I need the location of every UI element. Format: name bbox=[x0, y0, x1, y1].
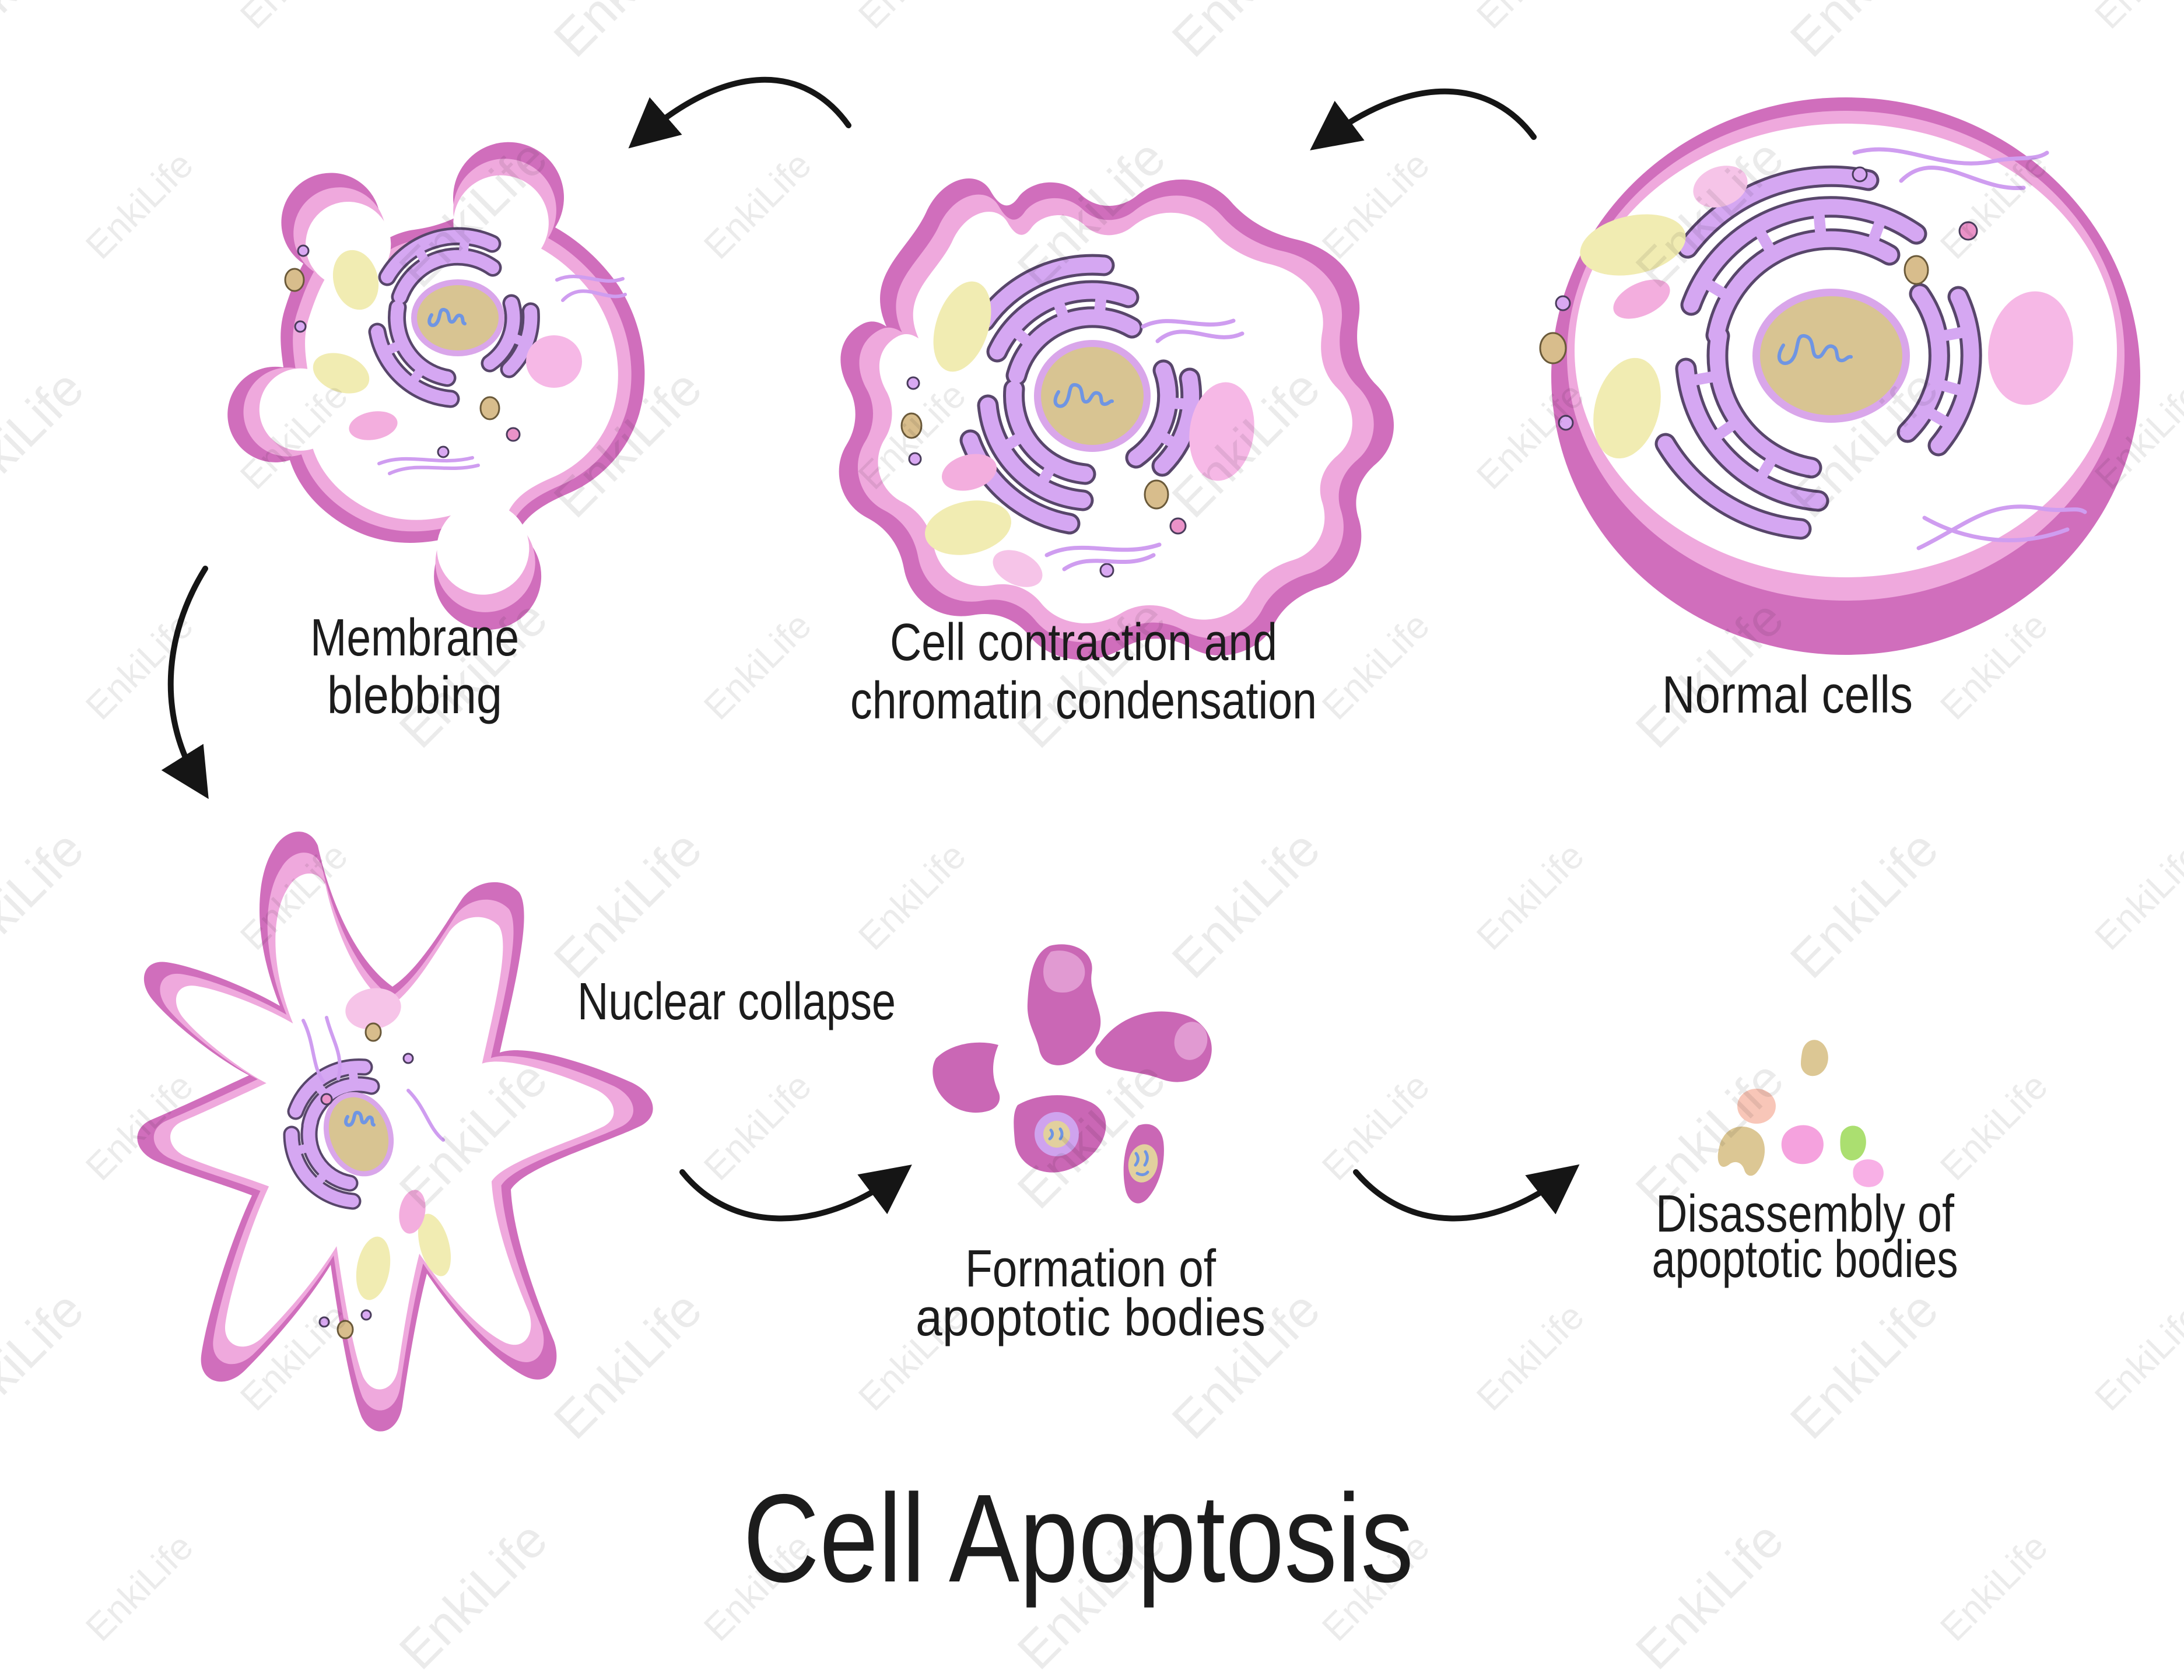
vesicle-tan bbox=[1539, 332, 1567, 364]
mitochondrion bbox=[933, 281, 991, 372]
endoplasmic-reticulum bbox=[959, 254, 1203, 535]
microfilaments bbox=[1852, 147, 2087, 550]
arrow-normal-to-contraction bbox=[1310, 88, 1537, 150]
stage-disassembly-illustration bbox=[1717, 1040, 1884, 1187]
vesicle-purple bbox=[360, 1309, 372, 1321]
chromatin bbox=[1053, 383, 1114, 408]
pink-organelle bbox=[1988, 291, 2073, 405]
label-membrane-blebbing-line2: blebbing bbox=[327, 667, 502, 725]
stage-cell-contraction-illustration bbox=[839, 178, 1394, 660]
apoptotic-body-salmon bbox=[1737, 1089, 1776, 1124]
mitochondrion bbox=[925, 500, 1011, 555]
pink-organelle bbox=[1189, 382, 1254, 481]
vesicle-purple bbox=[402, 1053, 414, 1064]
vesicle-tan bbox=[284, 268, 305, 292]
nucleus bbox=[411, 279, 504, 356]
vesicle-purple bbox=[1852, 166, 1868, 183]
vesicle-tan bbox=[1903, 255, 1929, 285]
apoptotic-body-tan bbox=[1717, 1126, 1765, 1176]
vesicle-tan bbox=[479, 396, 500, 420]
apoptotic-body-pink bbox=[1853, 1159, 1884, 1187]
mitochondrion bbox=[1593, 357, 1661, 459]
apoptotic-body-pink bbox=[1781, 1125, 1824, 1165]
microfilaments bbox=[1044, 318, 1245, 571]
pink-organelle bbox=[399, 1190, 426, 1234]
pink-organelle bbox=[526, 335, 582, 388]
stage-membrane-blebbing-illustration bbox=[227, 142, 645, 630]
nucleus-piece bbox=[1043, 1121, 1070, 1148]
apoptotic-fragment-with-nucleus bbox=[1014, 1095, 1106, 1173]
vesicle-tan bbox=[1144, 479, 1169, 510]
vesicle-pink bbox=[1169, 517, 1187, 535]
vesicle-purple bbox=[297, 244, 310, 257]
label-nuclear-collapse: Nuclear collapse bbox=[577, 973, 896, 1031]
apoptotic-fragment-highlight bbox=[1043, 951, 1085, 993]
vesicle-purple bbox=[318, 1316, 330, 1328]
organelles bbox=[1539, 147, 2087, 550]
organelles bbox=[284, 244, 627, 475]
apoptotic-fragment bbox=[933, 1042, 1000, 1113]
arrow-blebbing-to-collapse bbox=[161, 566, 209, 799]
apoptotic-body-green bbox=[1840, 1125, 1866, 1160]
pink-organelle bbox=[345, 988, 401, 1030]
arrow-formation-to-disassembly bbox=[1353, 1164, 1580, 1222]
organelles bbox=[302, 988, 451, 1339]
vesicle-purple bbox=[908, 452, 922, 466]
vesicle-tan bbox=[900, 412, 923, 439]
microfilaments bbox=[302, 1016, 445, 1142]
mitochondrion bbox=[332, 250, 379, 310]
pink-organelle bbox=[1613, 279, 1670, 319]
endoplasmic-reticulum bbox=[1654, 165, 1982, 540]
nucleus bbox=[1034, 340, 1151, 452]
nucleus bbox=[1752, 289, 1910, 423]
pink-organelle bbox=[993, 550, 1043, 587]
label-normal-cells: Normal cells bbox=[1662, 666, 1913, 724]
label-disassembly-line2: apoptotic bodies bbox=[1652, 1230, 1958, 1289]
vesicle-purple bbox=[1558, 415, 1574, 431]
vesicle-tan bbox=[336, 1320, 354, 1339]
chromatin bbox=[344, 1111, 376, 1127]
microfilaments bbox=[377, 275, 627, 475]
label-membrane-blebbing-line1: Membrane bbox=[310, 609, 519, 667]
stage-formation-illustration bbox=[933, 944, 1212, 1204]
apoptotic-fragment-with-nucleus bbox=[1123, 1124, 1164, 1204]
vesicle-purple bbox=[437, 446, 450, 458]
mitochondrion bbox=[356, 1236, 391, 1300]
vesicle-purple bbox=[1099, 563, 1114, 578]
endoplasmic-reticulum bbox=[368, 227, 540, 408]
stage-normal-cells-illustration bbox=[1539, 97, 2140, 655]
vesicle-purple bbox=[1555, 295, 1571, 311]
vesicle-purple bbox=[906, 376, 920, 390]
label-cell-contraction-line2: chromatin condensation bbox=[850, 672, 1317, 730]
apoptotic-body-tan bbox=[1801, 1040, 1828, 1076]
stage-nuclear-collapse-illustration bbox=[137, 832, 653, 1432]
pink-organelle bbox=[941, 454, 997, 491]
mitochondrion bbox=[313, 353, 370, 394]
pink-organelle bbox=[349, 411, 398, 440]
diagram-title: Cell Apoptosis bbox=[743, 1468, 1414, 1608]
label-cell-contraction-line1: Cell contraction and bbox=[890, 613, 1277, 672]
chromatin bbox=[427, 308, 467, 327]
vesicle-pink bbox=[506, 427, 521, 442]
apoptotic-fragment-highlight bbox=[1174, 1022, 1208, 1060]
mitochondrion bbox=[418, 1213, 451, 1276]
label-disassembly-line1: Disassembly of bbox=[1656, 1185, 1955, 1243]
vesicle-purple bbox=[294, 320, 307, 333]
nucleus bbox=[323, 1092, 394, 1177]
vesicle-pink bbox=[1958, 221, 1978, 241]
vesicle-tan bbox=[364, 1022, 382, 1042]
label-formation-line1: Formation of bbox=[965, 1240, 1217, 1298]
organelles bbox=[900, 281, 1254, 587]
vesicle-pink bbox=[320, 1093, 333, 1106]
arrow-contraction-to-blebbing bbox=[628, 76, 851, 149]
label-formation-line2: apoptotic bodies bbox=[916, 1289, 1265, 1347]
chromatin bbox=[1777, 334, 1853, 365]
mitochondrion bbox=[1580, 214, 1686, 276]
pink-organelle bbox=[1693, 166, 1748, 208]
arrow-collapse-to-formation bbox=[679, 1165, 912, 1222]
